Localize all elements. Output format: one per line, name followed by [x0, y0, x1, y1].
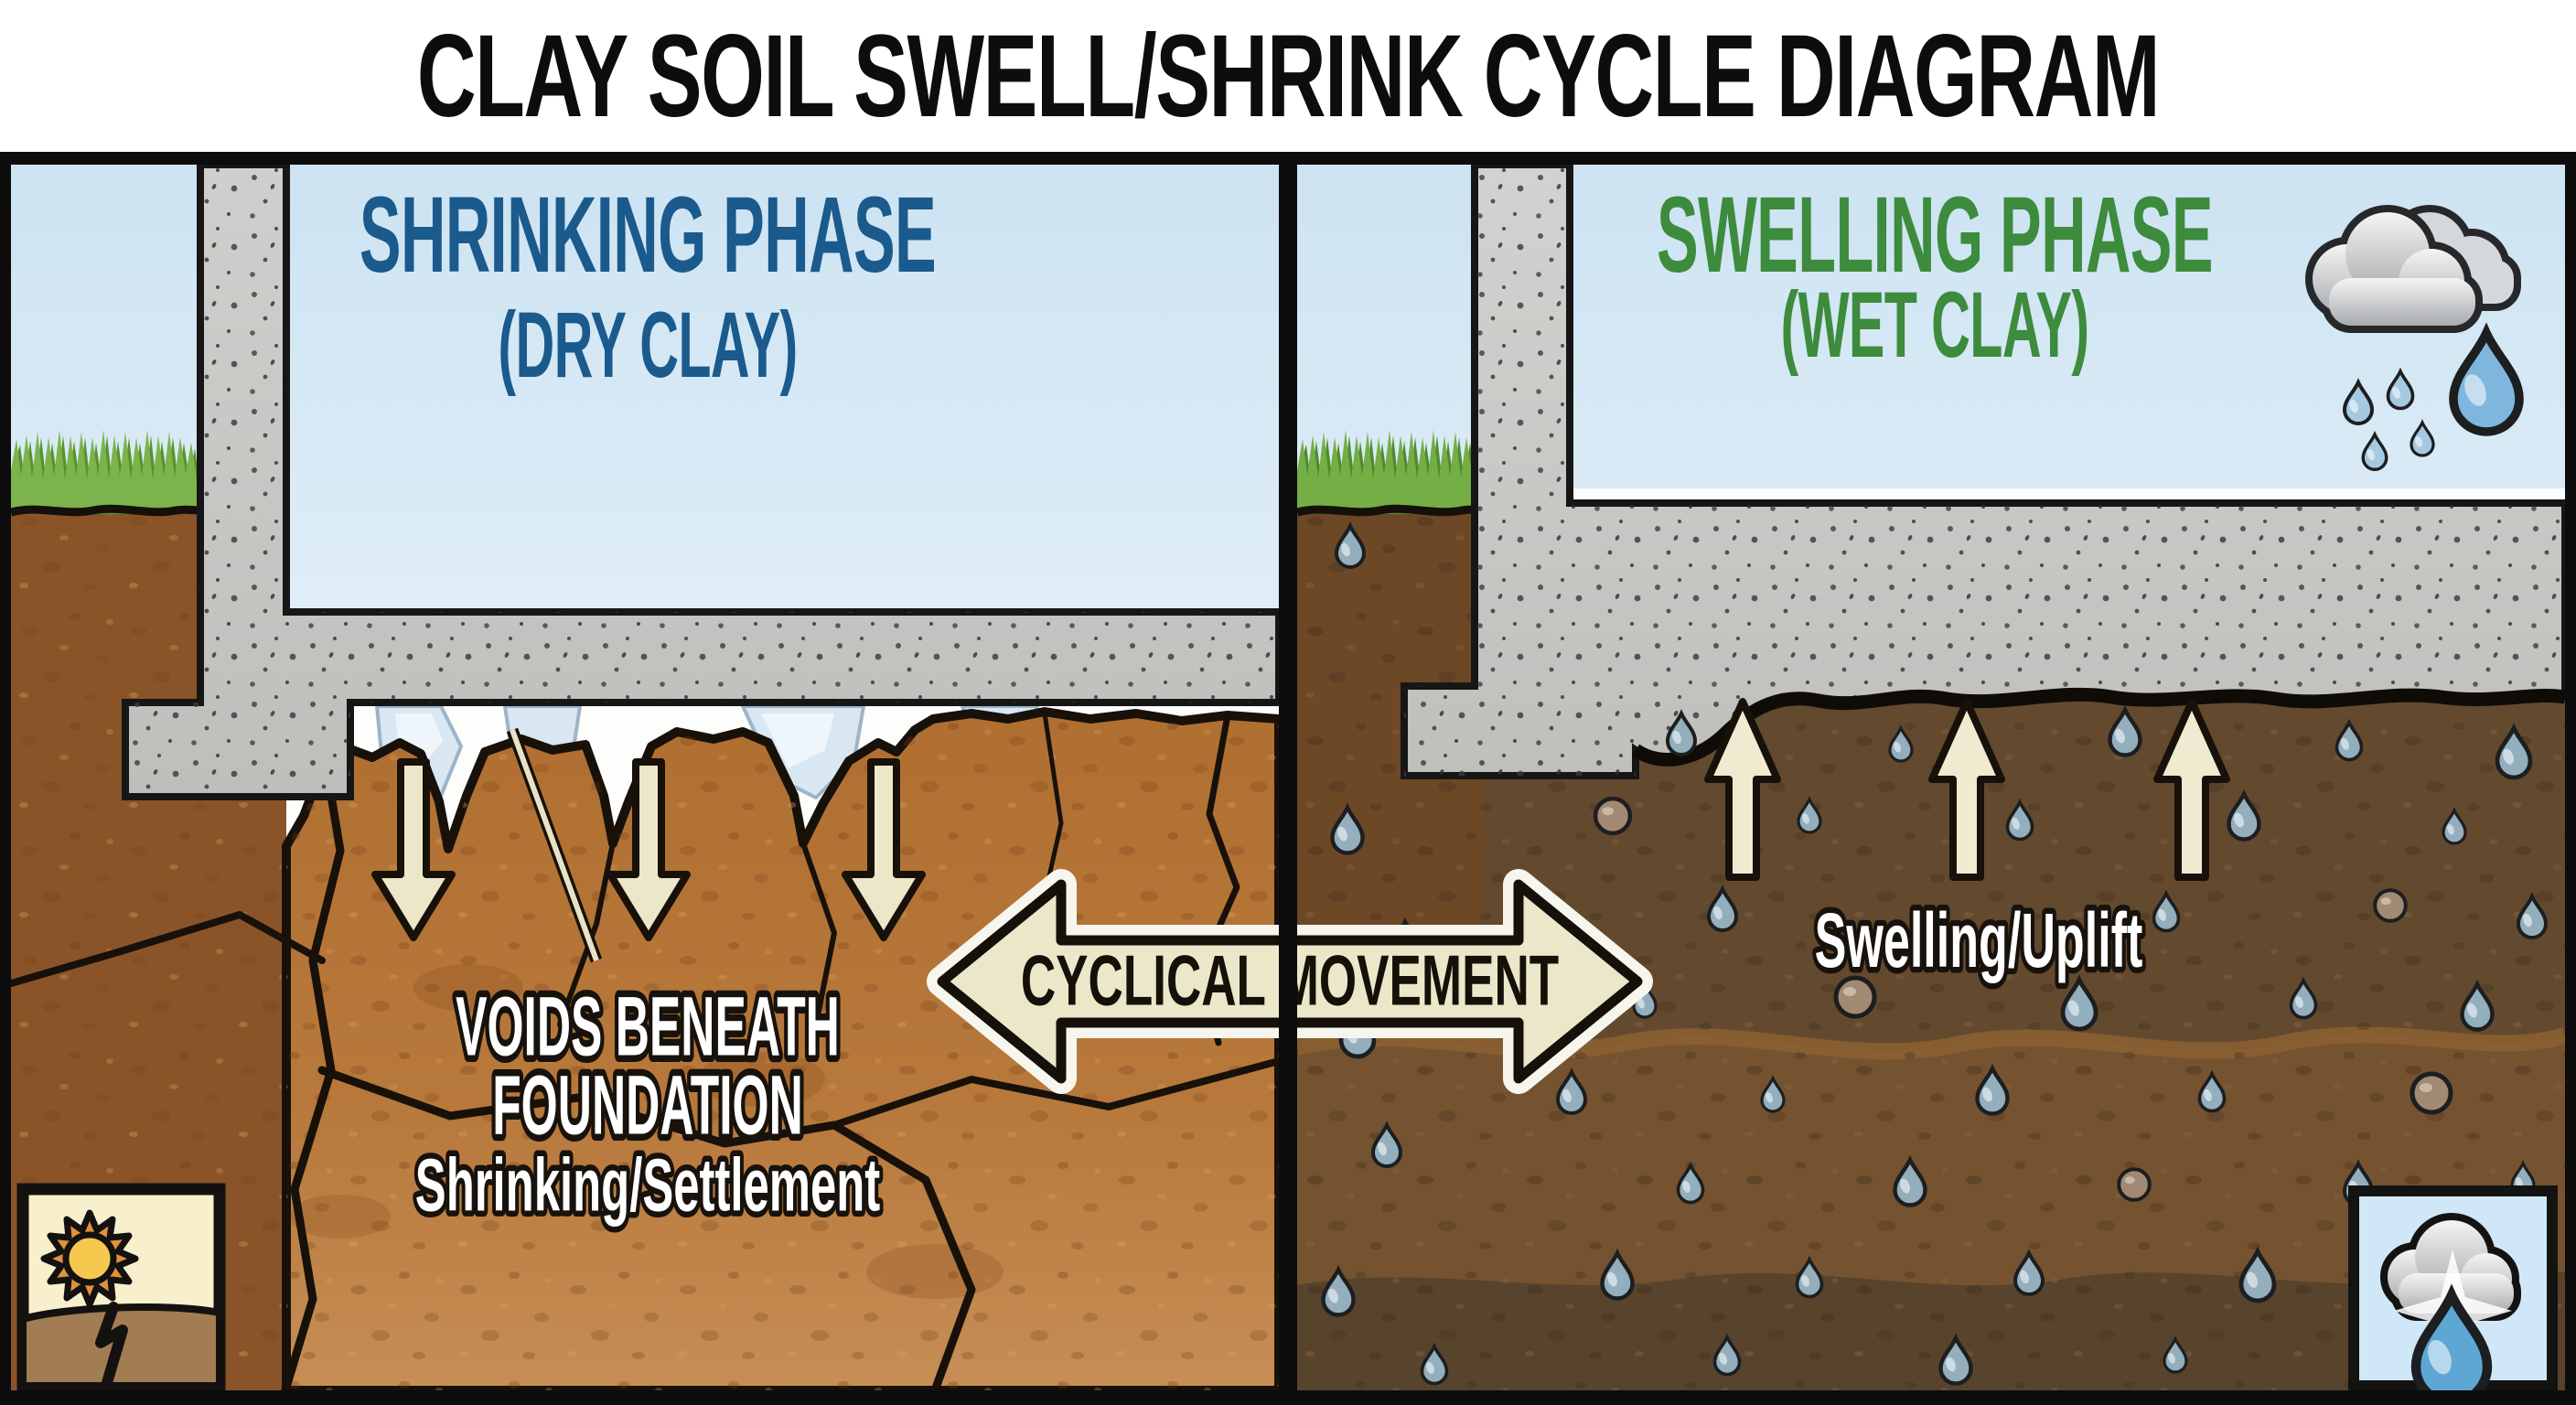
grass — [11, 430, 199, 510]
wet-clay-subheading: (WET CLAY) — [1780, 273, 2089, 377]
swelling-phase-heading: SWELLING PHASE — [1657, 175, 2213, 295]
grass — [1297, 430, 1485, 510]
soil-cracks — [11, 711, 1279, 1390]
rain-drop-cloud-icon — [2348, 1185, 2558, 1390]
void-label-line3: Shrinking/Settlement — [415, 1143, 880, 1227]
void-sliver — [506, 727, 603, 963]
page-title: CLAY SOIL SWELL/SHRINK CYCLE DIAGRAM — [416, 11, 2161, 142]
sun-cracked-ground-icon — [16, 1183, 226, 1390]
panel-divider — [1279, 152, 1297, 1405]
frame-right-border — [2565, 152, 2576, 1405]
rain-cloud-icon — [2305, 205, 2519, 471]
shrinking-phase-heading: SHRINKING PHASE — [359, 175, 937, 295]
void-label-line2: FOUNDATION — [492, 1058, 803, 1152]
shrinking-phase-illustration: VOIDS BENEATH FOUNDATION Shrinking/Settl… — [11, 165, 1279, 1390]
dry-clay-subheading: (DRY CLAY) — [498, 293, 798, 397]
void-label-line1: VOIDS BENEATH — [456, 980, 840, 1073]
swelling-phase-illustration: Swelling/Uplift — [1297, 165, 2565, 1390]
void-label: VOIDS BENEATH FOUNDATION Shrinking/Settl… — [411, 974, 886, 1232]
frame-left-border — [0, 152, 11, 1405]
uplift-label: Swelling/Uplift — [1815, 897, 2143, 983]
